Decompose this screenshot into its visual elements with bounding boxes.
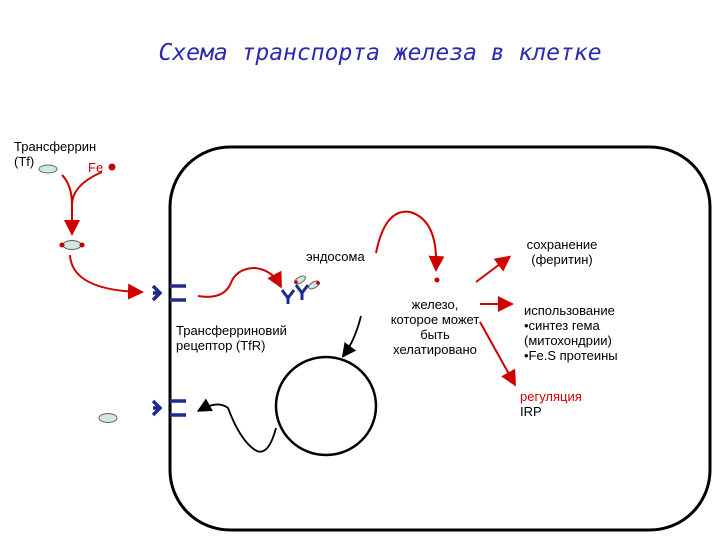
to-receptor-arrow	[69, 254, 144, 300]
chelatable-label-line4: хелатировано	[393, 342, 477, 357]
regulation-label: регуляция IRP	[520, 389, 582, 419]
iron-release-arrow	[375, 210, 445, 272]
receptor-label: Трансферриновий рецептор (TfR)	[176, 323, 287, 353]
storage-label-line1: сохранение	[526, 237, 598, 252]
endosome-receptor-icon	[280, 275, 320, 304]
utilization-label-line2: •синтез гема	[524, 318, 600, 333]
binding-arrow	[61, 171, 103, 206]
exocytosis-arrow	[196, 398, 277, 453]
recycling-arrow	[341, 315, 362, 358]
utilization-label: использование •синтез гема (митохондрии)…	[524, 303, 618, 363]
utilization-label-line3: (митохондрии)	[524, 333, 612, 348]
utilization-label-line1: использование	[524, 303, 615, 318]
utilization-label-line4: •Fe.S протеины	[524, 348, 618, 363]
endocytosis-arrow	[197, 266, 282, 298]
cell-membrane	[168, 145, 712, 532]
recycling-vesicle	[274, 355, 378, 457]
chelatable-label-line1: железо,	[411, 297, 459, 312]
diagram-title: Схема транспорта железа в клетке	[158, 40, 602, 66]
transferrin-receptor-upper-icon	[151, 284, 186, 302]
storage-label-line2: (феритин)	[531, 252, 593, 267]
apo-transferrin-icon	[98, 413, 118, 423]
receptor-label-line1: Трансферриновий	[176, 323, 287, 338]
chelatable-iron-label: железо, которое может быть хелатировано	[376, 297, 494, 357]
receptor-label-line2: рецептор (TfR)	[176, 338, 266, 353]
holo-transferrin-icon	[59, 240, 85, 250]
chelatable-label-line3: быть	[420, 327, 450, 342]
transferrin-label-line2: (Tf)	[14, 154, 35, 169]
regulation-label-line2: IRP	[520, 404, 542, 419]
transferrin-label-line1: Трансферрин	[14, 139, 97, 154]
transferrin-icon	[38, 163, 116, 174]
regulation-label-line1: регуляция	[520, 389, 582, 404]
transferrin-receptor-lower-icon	[151, 399, 186, 417]
chelatable-label-line2: которое может	[390, 312, 480, 327]
fe-label: Fe	[88, 160, 104, 175]
storage-label: сохранение (феритин)	[512, 237, 612, 267]
storage-arrow	[475, 255, 512, 283]
labile-iron-icon	[434, 277, 440, 283]
regulation-arrow	[479, 321, 516, 387]
endosome-label: эндосома	[306, 249, 365, 264]
transferrin-label: Трансферрин (Tf)	[14, 139, 96, 169]
